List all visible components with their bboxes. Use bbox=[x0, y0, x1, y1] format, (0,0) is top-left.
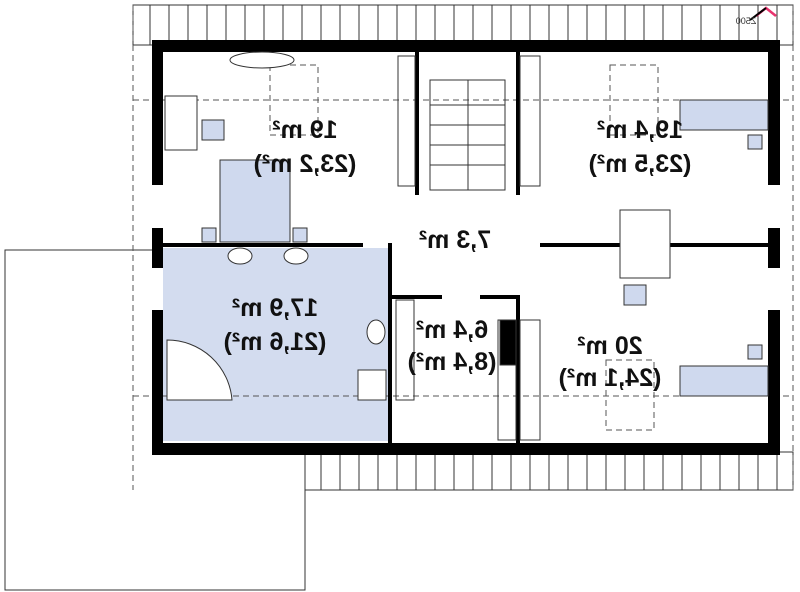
logo-text: Z500 bbox=[736, 16, 757, 26]
room-area-hall: 7,3 m² bbox=[419, 226, 491, 254]
room-gross-bedroom-top-right: (23,5 m²) bbox=[589, 150, 692, 178]
room-area-bedroom-bottom-right: 20 m² bbox=[577, 332, 642, 360]
room-gross-bathroom: (21,6 m²) bbox=[224, 328, 327, 356]
room-area-bedroom-top-left: 19 m² bbox=[272, 116, 337, 144]
room-gross-bedroom-top-left: (23,2 m²) bbox=[254, 150, 357, 178]
outer-walls bbox=[152, 40, 780, 455]
room-gross-bedroom-bottom-right: (24,1 m²) bbox=[559, 364, 662, 392]
bathroom-floor bbox=[163, 248, 390, 441]
room-area-storage: 6,4 m² bbox=[416, 316, 488, 344]
room-gross-storage: (8,4 m²) bbox=[408, 348, 497, 376]
z500-logo bbox=[749, 6, 777, 21]
furniture bbox=[164, 51, 769, 401]
staircase bbox=[429, 79, 506, 191]
roof-top bbox=[132, 4, 794, 46]
roof-lines bbox=[132, 5, 794, 490]
room-area-bathroom: 17,9 m² bbox=[232, 294, 318, 322]
room-area-bedroom-top-right: 19,4 m² bbox=[597, 116, 683, 144]
